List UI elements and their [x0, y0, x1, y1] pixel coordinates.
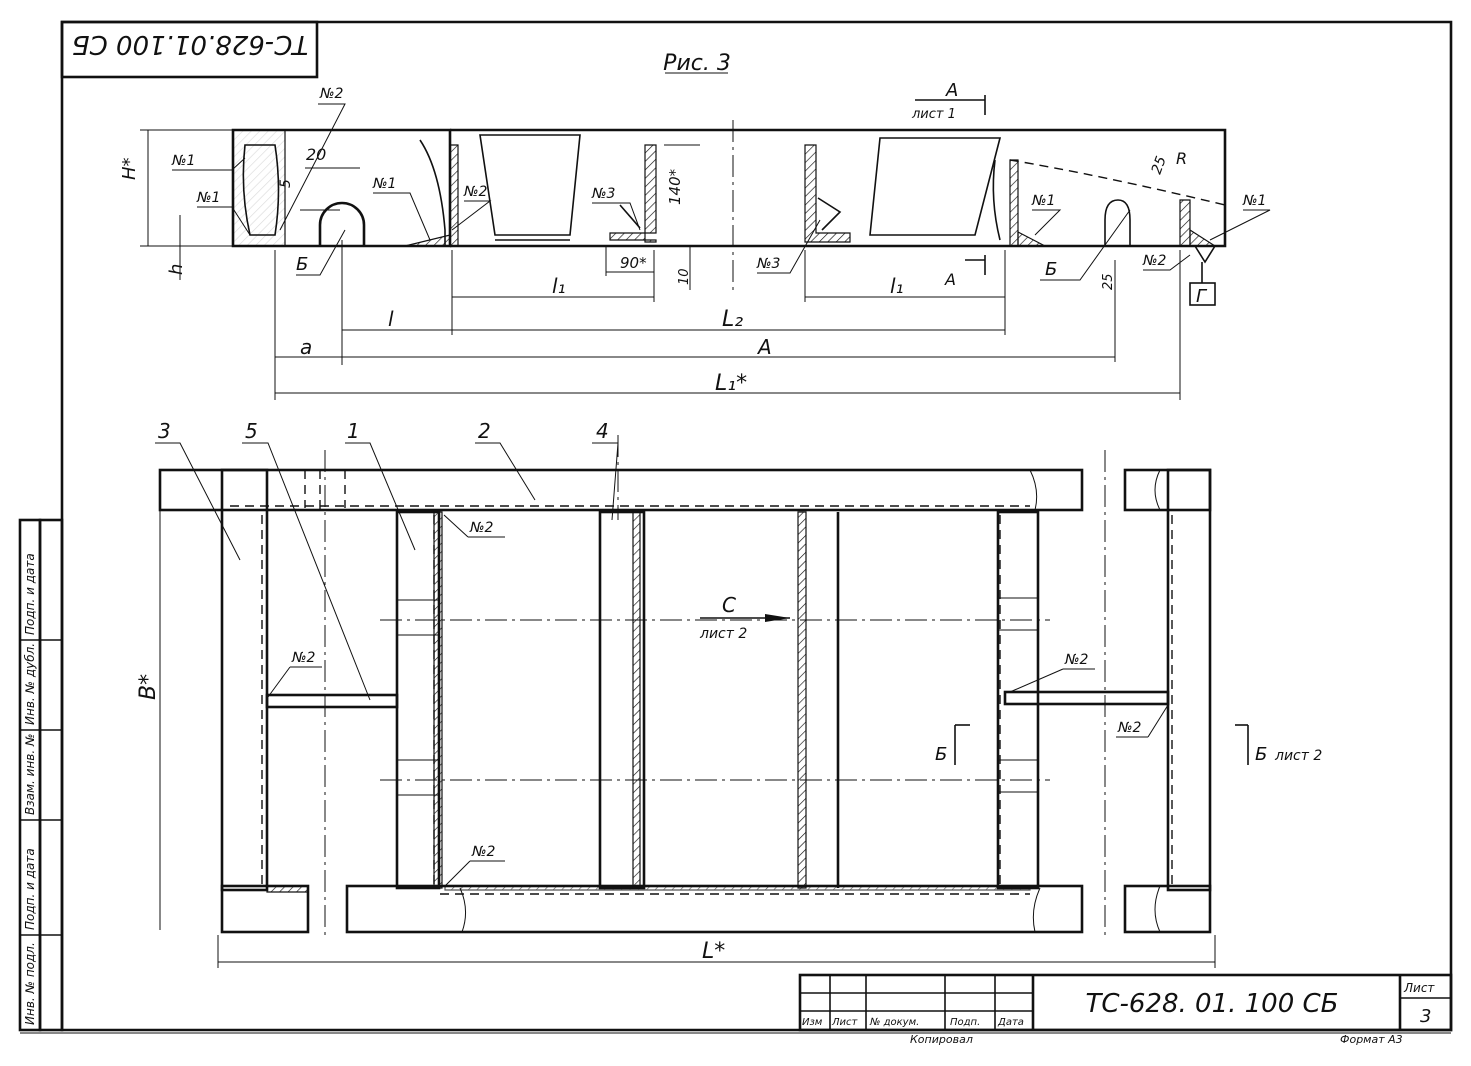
mark-b-right: Б	[1045, 259, 1057, 280]
section-c-sheet: лист 2	[699, 626, 747, 642]
dim-B: В*	[136, 674, 161, 700]
section-a-sheet: лист 1	[911, 107, 956, 122]
dim-25a: 25	[1149, 154, 1170, 176]
dim-a: a	[300, 335, 312, 359]
side-stamp-3: Взам. инв. №	[23, 734, 37, 815]
dim-20: 20	[306, 145, 326, 164]
top-labels: Н* h 20 5 140* 90* 10 25 25 R l₁ l₁ l L₂…	[119, 80, 1271, 396]
dim-H: Н*	[119, 157, 140, 180]
pos-4: 4	[596, 419, 609, 443]
view-g: Г	[1196, 286, 1208, 307]
section-b-letter: Б	[935, 744, 947, 765]
weld-n2-plan-a: №2	[469, 520, 494, 536]
format-label: Формат А3	[1340, 1033, 1403, 1046]
dim-140: 140*	[666, 168, 684, 205]
title-code: ТС-628. 01. 100 СБ	[1085, 989, 1338, 1019]
section-b-sheet: лист 2	[1274, 748, 1322, 764]
dim-L1: L₁*	[715, 371, 747, 396]
copied-label: Копировал	[910, 1033, 973, 1046]
weld-n2-plan-c: №2	[471, 844, 496, 860]
dim-h: h	[166, 264, 187, 275]
dim-l1-right: l₁	[890, 274, 904, 298]
weld-n2-plan-b: №2	[291, 650, 316, 666]
weld-n3-a: №3	[591, 186, 615, 202]
side-stamp-4: Инв. № дубл.	[23, 643, 37, 725]
weld-n1-c: №1	[372, 176, 396, 192]
side-stamp: Инв. № подл. Подп. и дата Взам. инв. № И…	[18, 518, 64, 1032]
weld-n1-a: №1	[171, 153, 195, 169]
section-b-letter-2: Б	[1255, 744, 1267, 765]
title-block: Изм Лист № докум. Подп. Дата ТС-628. 01.…	[798, 973, 1453, 1046]
pos-1: 1	[347, 419, 360, 443]
col-podp: Подп.	[950, 1017, 980, 1028]
plan-view	[158, 435, 1212, 940]
dim-90: 90*	[620, 254, 647, 272]
dim-l1-left: l₁	[552, 274, 566, 298]
col-list: Лист	[831, 1017, 859, 1028]
weld-n3-b: №3	[756, 256, 780, 272]
top-dimensions	[140, 95, 1216, 400]
pos-3: 3	[158, 419, 171, 443]
dim-5: 5	[278, 179, 294, 188]
dim-L2: L₂	[722, 307, 743, 332]
section-c-letter: С	[722, 593, 736, 617]
weld-n2-b: №2	[463, 184, 488, 200]
section-view	[231, 120, 1227, 290]
dim-L: L*	[702, 939, 725, 964]
col-izm: Изм	[802, 1017, 823, 1028]
weld-n1-b: №1	[196, 190, 220, 206]
dim-A: А	[756, 335, 772, 359]
dim-10: 10	[677, 268, 692, 285]
weld-n1-d: №1	[1031, 193, 1055, 209]
dim-25b: 25	[1101, 273, 1116, 290]
side-stamp-5: Подп. и дата	[23, 553, 37, 635]
weld-n2-a: №2	[319, 86, 344, 102]
weld-n2-plan-d: №2	[1064, 652, 1089, 668]
plan-dimensions: В* L* С лист 2 Б Б лист 2 3 5 1 2 4 №2 №…	[136, 419, 1322, 968]
section-a-letter: А	[945, 80, 958, 101]
weld-n2-plan-e: №2	[1117, 720, 1142, 736]
figure-title: Рис. 3	[663, 51, 731, 76]
section-a-bottom: А	[944, 270, 956, 289]
side-stamp-2: Подп. и дата	[23, 848, 37, 930]
col-doc: № докум.	[869, 1017, 919, 1028]
weld-n1-e: №1	[1242, 193, 1266, 209]
side-stamp-1: Инв. № подл.	[23, 942, 37, 1025]
sheet-number: 3	[1420, 1006, 1431, 1027]
dim-l: l	[388, 307, 394, 331]
pos-5: 5	[245, 419, 258, 443]
dim-R: R	[1176, 149, 1187, 168]
pos-2: 2	[478, 419, 491, 443]
stamp-code: ТС-628.01.100 СБ	[72, 29, 309, 59]
sheet-label: Лист	[1403, 981, 1435, 995]
stamp-box: ТС-628.01.100 СБ	[60, 20, 319, 79]
mark-b-left: Б	[296, 254, 308, 275]
col-date: Дата	[997, 1017, 1024, 1028]
weld-n2-c: №2	[1142, 253, 1167, 269]
